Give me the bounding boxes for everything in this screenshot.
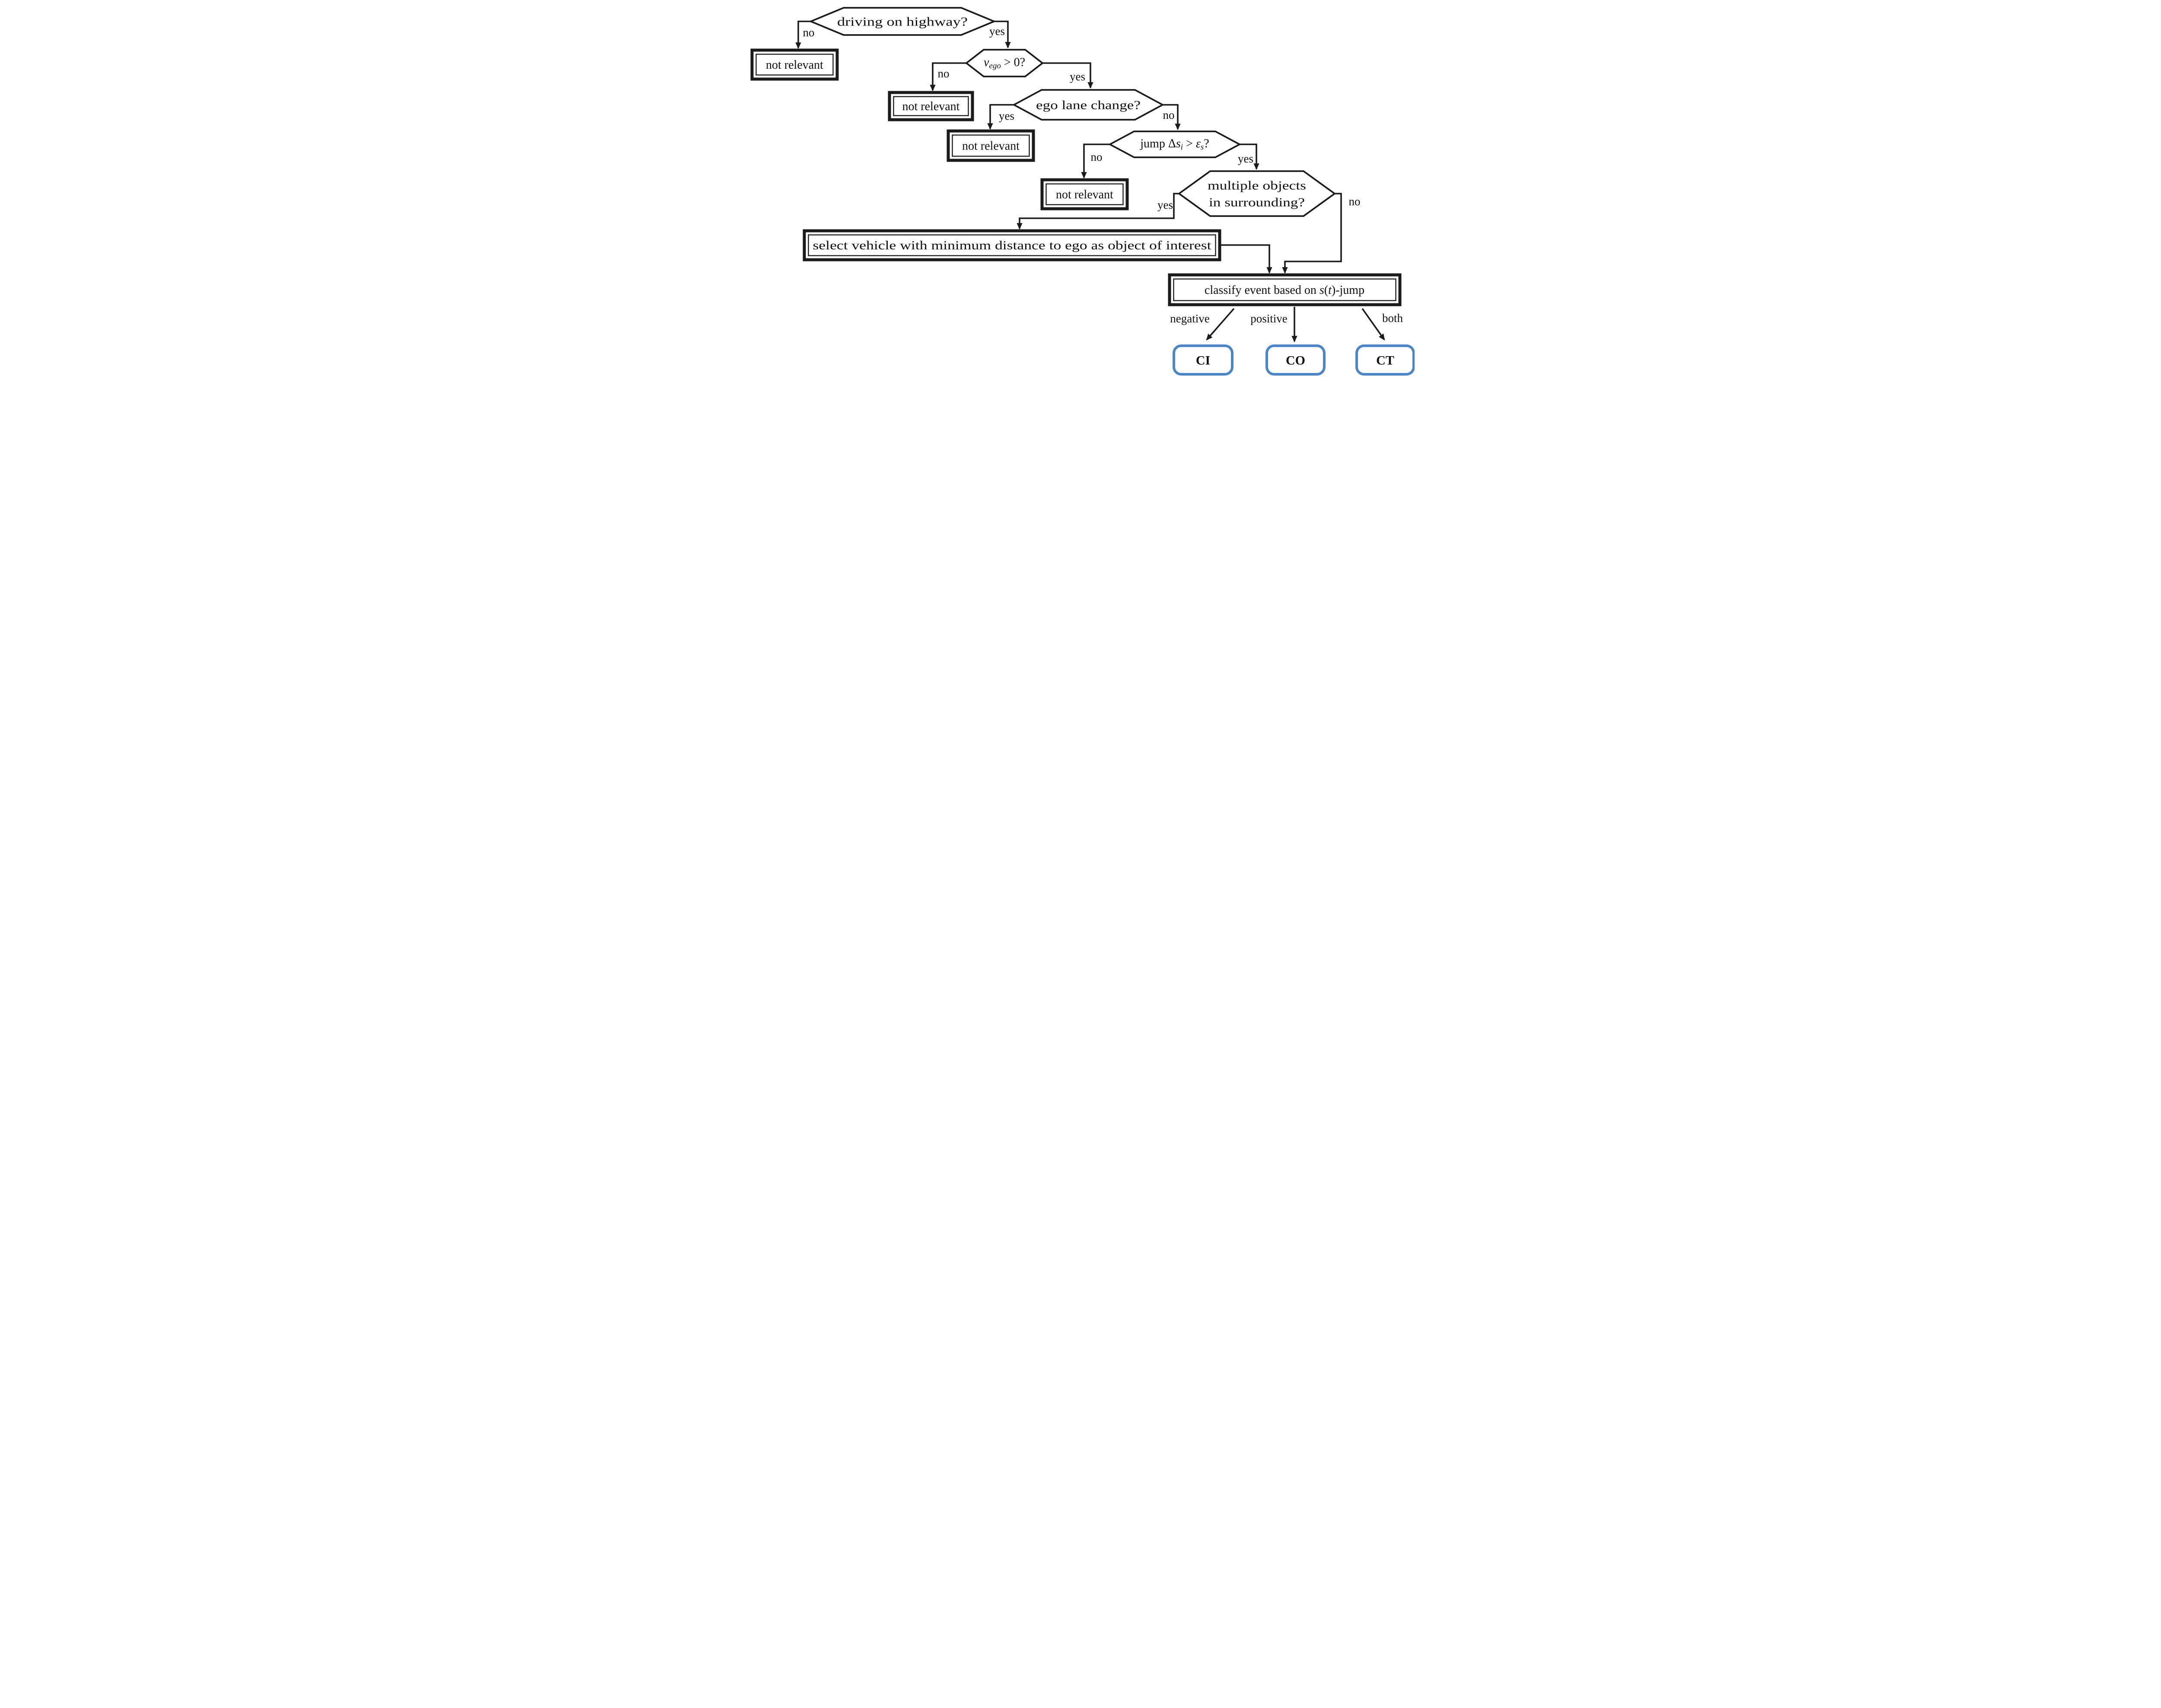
edge-d3-no (1162, 104, 1181, 131)
decision-ego-lane-change: ego lane change? (1012, 89, 1164, 121)
edge-label-d3-yes: yes (999, 109, 1014, 122)
event-classification-flowchart: no yes no yes yes no no yes yes no negat… (746, 0, 1415, 387)
terminal-not-relevant-2: not relevant (888, 91, 974, 121)
result-box-border (1265, 344, 1326, 376)
math-s: s (1319, 284, 1324, 297)
decision-label: vego > 0? (983, 56, 1025, 70)
result-ci: CI (1172, 344, 1233, 376)
edge-d4-yes (1239, 143, 1259, 170)
process-label: classify event based on s(t)-jump (1204, 284, 1364, 297)
edge-d5-no (1281, 193, 1342, 274)
box-outer-border (750, 48, 838, 81)
box-outer-border (803, 229, 1221, 261)
box-inner-border (1173, 278, 1396, 301)
edge-label-d5-yes: yes (1157, 198, 1173, 211)
result-co: CO (1265, 344, 1326, 376)
result-label: CT (1376, 354, 1394, 368)
box-inner-border (1045, 183, 1124, 205)
box-outer-border (947, 129, 1035, 162)
result-box-border (1355, 344, 1415, 376)
edge-d1-no (795, 20, 811, 49)
edge-label-d3-no: no (1163, 108, 1174, 121)
box-outer-border (1040, 178, 1128, 210)
math-rest: > 0? (1001, 56, 1025, 69)
edge-d4-no (1080, 143, 1110, 179)
box-inner-border (951, 134, 1030, 157)
terminal-label: not relevant (766, 58, 823, 72)
edge-negative (1206, 308, 1234, 341)
box-inner-border (807, 234, 1216, 256)
decision-driving-on-highway: driving on highway? (808, 7, 996, 36)
classify-pre: classify event based on (1204, 284, 1319, 297)
edge-label-d4-yes: yes (1238, 152, 1253, 165)
result-box-border (1172, 344, 1233, 376)
math-question: ? (1204, 137, 1209, 150)
edge-label-d1-yes: yes (989, 25, 1005, 38)
edge-label-d5-no: no (1348, 195, 1360, 208)
edge-label-positive: positive (1250, 312, 1288, 325)
math-s: s (1176, 137, 1180, 150)
edge-label-negative: negative (1170, 312, 1209, 325)
box-outer-border (1168, 273, 1401, 306)
process-label: select vehicle with minimum distance to … (813, 239, 1211, 252)
decision-label-line2: in surrounding? (1209, 196, 1305, 210)
math-sub-i: i (1180, 143, 1182, 152)
hexagon-shape (1012, 89, 1164, 121)
decision-multiple-objects: multiple objects in surrounding? (1177, 170, 1336, 217)
math-gt: > (1183, 137, 1196, 150)
math-sub-ego: ego (989, 61, 1001, 70)
edge-both (1361, 308, 1385, 341)
hexagon-shape (965, 49, 1044, 77)
terminal-label: not relevant (1056, 188, 1113, 201)
classify-post: -jump (1335, 284, 1364, 297)
result-ct: CT (1355, 344, 1415, 376)
math-jump-delta: jump Δ (1140, 137, 1176, 150)
terminal-not-relevant-4: not relevant (1040, 178, 1128, 210)
edge-d1-yes (994, 20, 1011, 49)
process-classify-event: classify event based on s(t)-jump (1168, 273, 1401, 306)
edge-d5-yes (1016, 193, 1179, 230)
terminal-not-relevant-3: not relevant (947, 129, 1035, 162)
edge-label-d4-no: no (1090, 150, 1102, 163)
edge-d2-no (929, 62, 966, 92)
hexagon-shape (808, 7, 996, 36)
edge-label-both: both (1382, 312, 1403, 325)
process-select-vehicle: select vehicle with minimum distance to … (803, 229, 1221, 261)
hexagon-shape (1108, 131, 1241, 158)
box-inner-border (892, 96, 969, 116)
decision-label: driving on highway? (837, 16, 968, 29)
math-v: v (983, 56, 989, 69)
terminal-label: not relevant (902, 100, 959, 113)
terminal-not-relevant-1: not relevant (750, 48, 838, 81)
math-sub-s: s (1200, 143, 1203, 152)
result-label: CO (1286, 354, 1305, 368)
decision-label: ego lane change? (1036, 99, 1141, 112)
decision-v-ego-positive: vego > 0? (965, 49, 1044, 77)
result-label: CI (1195, 354, 1210, 368)
decision-jump-threshold: jump Δsi > εs? (1108, 131, 1241, 158)
paren-close: ) (1331, 284, 1335, 297)
box-inner-border (755, 54, 834, 76)
decision-label: jump Δsi > εs? (1140, 137, 1209, 152)
edge-label-d2-yes: yes (1070, 70, 1085, 83)
decision-label-line1: multiple objects (1208, 179, 1306, 193)
flowchart-page: no yes no yes yes no no yes yes no negat… (746, 0, 1415, 387)
edge-d3-yes (987, 104, 1014, 130)
edge-d2-yes (1042, 62, 1093, 89)
edge-label-d2-no: no (937, 67, 949, 80)
edge-select-to-classify (1219, 244, 1272, 274)
math-t: t (1328, 284, 1332, 297)
edge-label-d1-no: no (803, 26, 814, 39)
hexagon-shape (1177, 170, 1336, 217)
math-epsilon: ε (1195, 137, 1200, 150)
paren-open: ( (1324, 284, 1328, 297)
terminal-label: not relevant (962, 140, 1020, 153)
